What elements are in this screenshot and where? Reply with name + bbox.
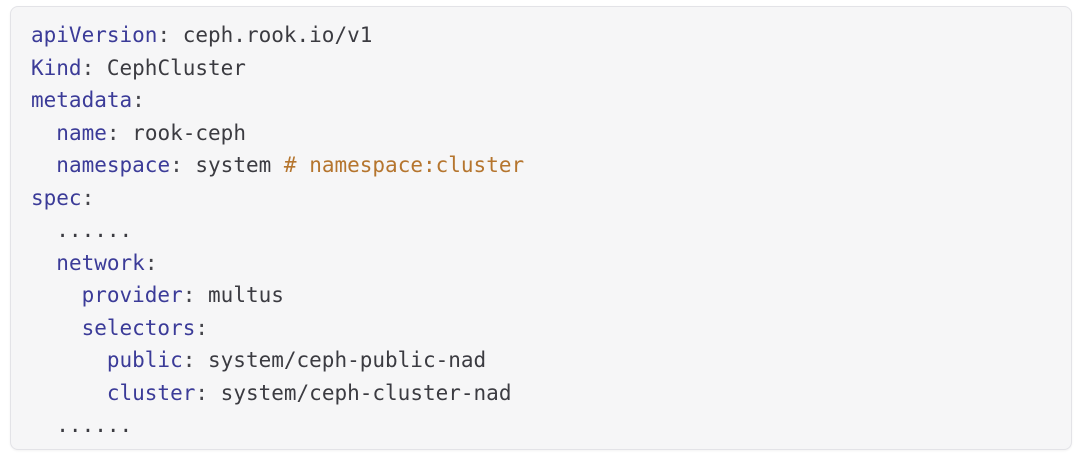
code-token-punct: :: [81, 185, 95, 210]
code-token-punct: :: [81, 55, 95, 80]
code-token-punct: :: [170, 153, 183, 177]
code-token-punct: :: [195, 380, 209, 405]
code-token-punct: :: [144, 250, 158, 275]
code-token-punct: :: [182, 348, 196, 372]
code-token-plain: CephCluster: [94, 55, 246, 80]
code-line: ......: [31, 409, 1051, 442]
code-token-key: name: [56, 120, 107, 145]
code-token-plain: multus: [195, 283, 284, 307]
code-line: namespace: system # namespace:cluster: [31, 149, 1051, 182]
code-token-plain: [31, 316, 82, 340]
code-token-key: cluster: [106, 380, 196, 405]
code-token-key: network: [56, 250, 145, 275]
code-line: apiVersion: ceph.rook.io/v1: [31, 19, 1051, 52]
code-token-plain: rook-ceph: [119, 120, 246, 145]
code-line: provider: multus: [31, 279, 1051, 312]
code-token-plain: [31, 381, 107, 405]
code-token-plain: system: [182, 153, 284, 177]
code-token-plain: [31, 251, 56, 275]
code-token-plain: ......: [31, 218, 133, 242]
code-token-punct: :: [106, 120, 120, 145]
code-line: ......: [31, 214, 1051, 247]
code-token-plain: system/ceph-public-nad: [195, 348, 487, 372]
code-line: network:: [31, 247, 1051, 280]
code-token-plain: [31, 121, 56, 145]
code-token-plain: system/ceph-cluster-nad: [208, 380, 512, 405]
code-token-key: Kind: [31, 55, 82, 80]
code-line: public: system/ceph-public-nad: [31, 344, 1051, 377]
code-token-punct: :: [195, 315, 209, 340]
code-token-key: provider: [81, 283, 183, 307]
code-token-key: metadata: [31, 88, 133, 112]
code-line: cluster: system/ceph-cluster-nad: [31, 377, 1051, 410]
code-line: metadata:: [31, 84, 1051, 117]
code-token-punct: :: [157, 23, 171, 47]
code-token-comment: # namespace:cluster: [283, 153, 525, 177]
code-token-plain: ......: [31, 413, 133, 437]
code-line: spec:: [31, 182, 1051, 215]
code-token-key: namespace: [56, 153, 171, 177]
code-token-plain: ceph.rook.io/v1: [170, 23, 373, 47]
code-token-plain: [31, 153, 56, 177]
code-line: name: rook-ceph: [31, 117, 1051, 150]
code-token-key: apiVersion: [31, 23, 158, 47]
code-token-key: selectors: [81, 315, 196, 340]
code-token-key: spec: [31, 185, 82, 210]
code-token-plain: [31, 283, 82, 307]
code-token-punct: :: [132, 88, 145, 112]
code-token-plain: [31, 348, 107, 372]
code-token-punct: :: [182, 283, 196, 307]
code-token-key: public: [106, 348, 183, 372]
code-line: Kind: CephCluster: [31, 52, 1051, 85]
code-line: selectors:: [31, 312, 1051, 345]
